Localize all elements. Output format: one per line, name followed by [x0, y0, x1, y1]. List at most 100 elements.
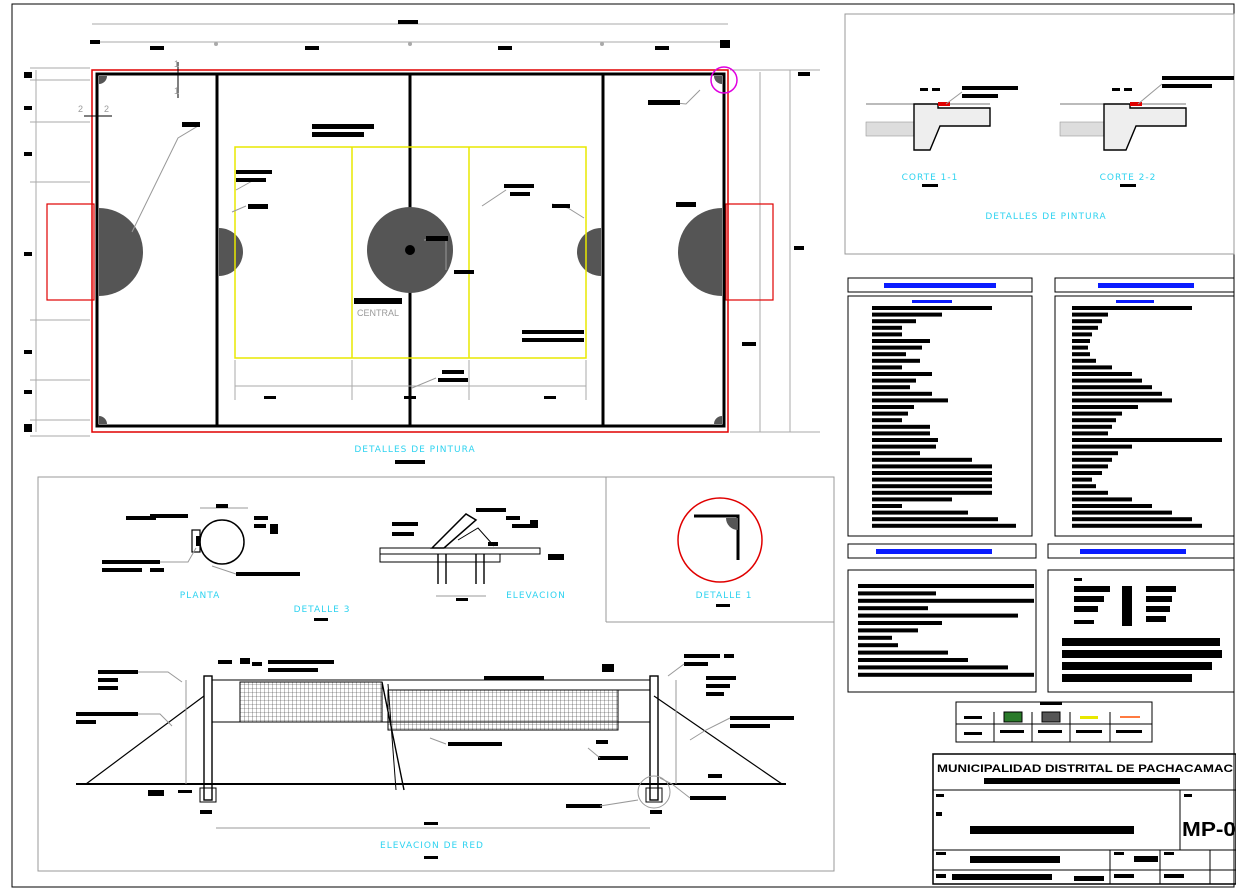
note-line	[858, 658, 968, 662]
note-line	[1072, 398, 1172, 403]
note-line	[1072, 451, 1118, 456]
note-line	[872, 523, 1016, 528]
note-line	[1072, 385, 1152, 390]
note-line	[858, 591, 936, 596]
note-line	[1072, 319, 1102, 324]
note-line	[858, 584, 1034, 588]
note-line	[1072, 339, 1090, 343]
note-line	[872, 464, 992, 469]
note-line	[872, 306, 992, 310]
note-line	[1072, 391, 1162, 396]
note-line	[1072, 378, 1142, 383]
court-title: DETALLES DE PINTURA	[354, 445, 475, 455]
note-line	[1072, 405, 1138, 409]
note-line	[872, 372, 932, 376]
note-line	[1072, 484, 1096, 489]
note-line	[1072, 431, 1108, 436]
note-line	[1072, 352, 1090, 357]
cut-2-right-label: 2	[104, 104, 109, 114]
note-line	[872, 477, 992, 482]
note-line	[858, 635, 892, 640]
note-line	[872, 424, 930, 429]
owner-name: MUNICIPALIDAD DISTRITAL DE PACHACAMAC	[937, 763, 1233, 775]
note-line	[872, 345, 922, 350]
note-line	[872, 418, 902, 423]
note-line	[872, 510, 968, 515]
note-line	[1072, 332, 1092, 337]
note-line	[872, 332, 902, 337]
note-line	[1072, 464, 1108, 469]
note-line	[1072, 306, 1192, 310]
note-line	[872, 490, 992, 495]
sheet-code: MP-0	[1182, 819, 1236, 841]
note-line	[858, 621, 942, 625]
court-plan: 1 1 2 2	[24, 20, 820, 464]
note-line	[1072, 477, 1092, 482]
note-line	[1072, 444, 1132, 449]
elevacion-label: ELEVACION	[506, 591, 566, 601]
note-line	[872, 385, 910, 390]
note-line	[872, 365, 902, 370]
note-line	[858, 672, 1034, 677]
detail3-elevacion-drawing: ELEVACION	[379, 508, 566, 601]
note-line	[872, 325, 902, 330]
note-line	[872, 312, 942, 317]
note-line	[872, 444, 936, 449]
note-line	[1072, 504, 1152, 508]
note-line	[872, 358, 920, 363]
net-elevation-drawing: ELEVACION DE RED	[76, 654, 794, 859]
title-block: MUNICIPALIDAD DISTRITAL DE PACHACAMAC MP…	[932, 753, 1236, 885]
note-line	[872, 411, 908, 416]
detalle-1-label: DETALLE 1	[696, 591, 753, 601]
note-line	[872, 352, 906, 357]
note-line	[872, 504, 902, 508]
cut-2-left-label: 2	[78, 104, 83, 114]
section-cuts-panel: CORTE 1-1 CORTE 2-2 DETALLES DE PINTURA	[844, 13, 1235, 255]
note-line	[872, 471, 992, 475]
note-line	[858, 613, 1018, 618]
note-line	[1072, 418, 1116, 423]
section-panel-title: DETALLES DE PINTURA	[985, 212, 1106, 222]
section-2-drawing: CORTE 2-2	[1059, 76, 1234, 187]
detail3-planta-drawing: PLANTA	[102, 504, 300, 601]
note-line	[872, 319, 916, 324]
note-line	[858, 665, 1008, 670]
note-line	[1072, 490, 1108, 495]
planta-label: PLANTA	[180, 591, 221, 601]
note-line	[858, 606, 928, 611]
note-line	[1072, 517, 1192, 522]
note-line	[1072, 457, 1112, 462]
note-line	[1072, 411, 1122, 416]
note-line	[1072, 510, 1172, 515]
cut-1-bottom-label: 1	[174, 86, 179, 96]
note-line	[872, 517, 998, 522]
note-line	[1072, 497, 1132, 502]
note-line	[872, 378, 916, 383]
notes-panels	[847, 277, 1235, 743]
note-line	[872, 391, 932, 396]
details-panel: PLANTA DETALLE 3 ELEVACION	[37, 476, 835, 872]
cut-1-top-label: 1	[174, 59, 179, 69]
detalle-3-label: DETALLE 3	[294, 605, 351, 615]
note-line	[1072, 365, 1112, 370]
corte-1-1-label: CORTE 1-1	[902, 173, 959, 183]
note-line	[872, 457, 972, 462]
net-elevation-title: ELEVACION DE RED	[380, 841, 484, 851]
note-line	[872, 484, 992, 489]
note-line	[1072, 424, 1112, 429]
note-line	[1072, 372, 1132, 376]
note-line	[858, 598, 1034, 603]
note-line	[872, 339, 930, 343]
note-line	[1072, 523, 1202, 528]
note-line	[858, 650, 948, 655]
note-line	[1072, 325, 1098, 330]
center-label: CENTRAL	[357, 308, 399, 318]
corte-2-2-label: CORTE 2-2	[1100, 173, 1157, 183]
note-line	[872, 497, 952, 502]
note-line	[872, 398, 948, 403]
note-line	[872, 451, 920, 456]
note-line	[858, 643, 898, 648]
detail1-drawing: DETALLE 1	[677, 497, 763, 607]
note-line	[1072, 471, 1102, 475]
